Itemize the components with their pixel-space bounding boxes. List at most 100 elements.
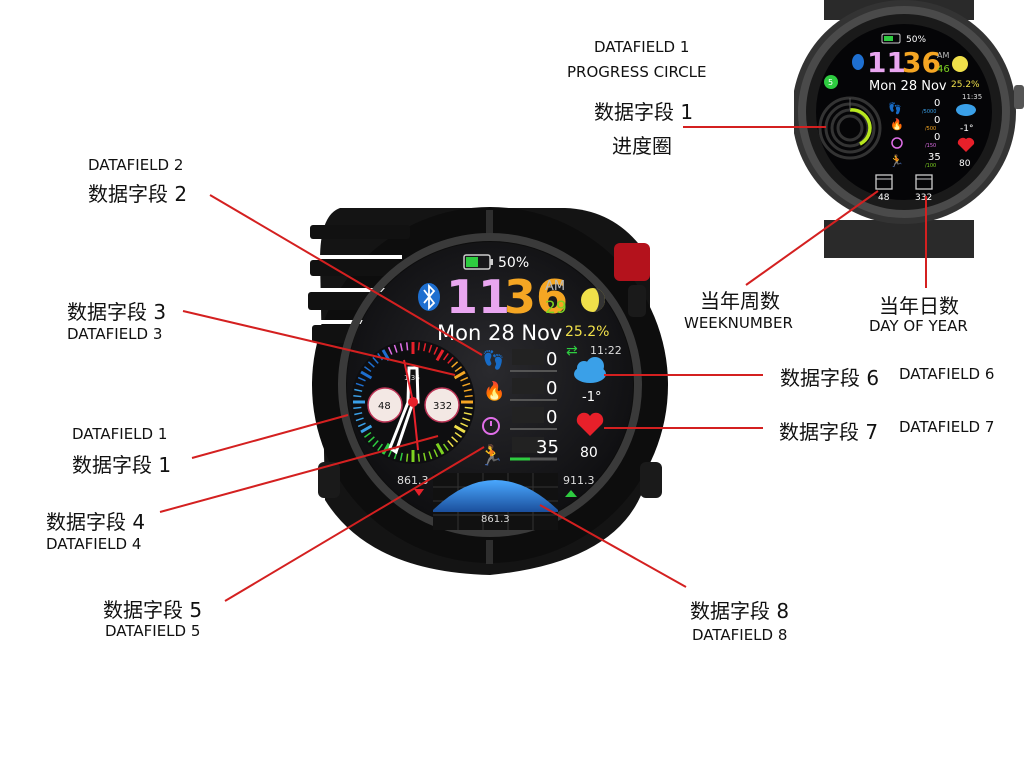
- label-df1-cn: 数据字段 1: [72, 453, 172, 477]
- dial-tick: [405, 342, 409, 351]
- dial-tick: [417, 453, 421, 462]
- dial-tick: [453, 424, 466, 434]
- label-df1-progress-en2: PROGRESS CIRCLE: [567, 63, 707, 81]
- preview-flame-icon: 🔥: [890, 118, 904, 131]
- field-value-timer: 0: [546, 407, 557, 428]
- preview-minute: 36: [902, 46, 941, 79]
- preview-field-value-2: 0: [934, 115, 940, 126]
- preview-date: Mon 28 Nov: [869, 79, 947, 94]
- flame-icon: 🔥: [483, 380, 505, 402]
- label-df2-cn: 数据字段 2: [88, 182, 188, 206]
- preview-ampm: AM: [937, 51, 949, 60]
- chart-right-marker: [565, 490, 577, 497]
- preview-heart-rate: 80: [959, 159, 971, 169]
- dial-tick: [454, 366, 462, 373]
- dial-tick: [353, 406, 362, 410]
- subdial-left-value: 48: [378, 401, 391, 412]
- label-day-cn: 当年日数: [879, 294, 959, 318]
- label-day-en: DAY OF YEAR: [869, 317, 968, 335]
- label-df3-en: DATAFIELD 3: [67, 325, 163, 343]
- dial-tick: [360, 424, 373, 434]
- label-df1-progress-en1: DATAFIELD 1: [594, 38, 690, 56]
- preview-field-value-1: 0: [934, 98, 940, 109]
- time-ampm: AM: [545, 279, 565, 294]
- label-df8-cn: 数据字段 8: [690, 599, 790, 623]
- label-df3-cn: 数据字段 3: [67, 300, 167, 324]
- preview-temperature: -1°: [960, 124, 973, 134]
- field-value-calories: 0: [546, 378, 557, 399]
- label-df8-en: DATAFIELD 8: [692, 626, 788, 644]
- preview-notif-count: 5: [828, 78, 833, 87]
- dial-tick: [357, 376, 366, 382]
- steps-icon: 👣: [482, 349, 504, 371]
- dial-tick: [355, 382, 364, 387]
- dial-tick: [460, 422, 469, 428]
- dial-tick: [453, 370, 466, 380]
- preview-strap-bottom: [824, 220, 974, 258]
- dial-tick: [354, 412, 363, 416]
- preview-calendar-week-icon: [875, 174, 893, 190]
- dial-tick: [355, 417, 364, 422]
- preview-sync-time: 11:35: [962, 93, 982, 101]
- sync-time: 11:22: [590, 344, 622, 357]
- dial-tick: [417, 342, 421, 351]
- label-df1-progress-cn1: 数据字段 1: [594, 100, 694, 124]
- label-df2-en: DATAFIELD 2: [88, 156, 184, 174]
- preview-cloud-icon: [956, 104, 976, 116]
- dial-tick: [462, 382, 471, 387]
- label-df7-en: DATAFIELD 7: [899, 418, 995, 436]
- preview-heart-icon: [957, 137, 975, 152]
- label-df7-cn: 数据字段 7: [779, 420, 879, 444]
- subdial-small-value: 1:36: [404, 374, 420, 382]
- bezel-ring: [338, 233, 642, 537]
- preview-field-goal-1: /5000: [922, 109, 936, 115]
- preview-progress-circle: [818, 96, 882, 160]
- chart-left-value: 861.3: [397, 474, 429, 487]
- temperature: -1°: [582, 390, 601, 405]
- label-df6-en: DATAFIELD 6: [899, 365, 995, 383]
- preview-calendar-day-icon: [915, 174, 933, 190]
- label-df1-en: DATAFIELD 1: [72, 425, 168, 443]
- dial-tick: [463, 412, 472, 416]
- dial-tick: [454, 431, 462, 438]
- dial-tick: [447, 440, 454, 448]
- dial-tick: [462, 417, 471, 422]
- label-week-cn: 当年周数: [700, 289, 780, 313]
- battery-percent: 50%: [498, 255, 529, 271]
- data-field-rows: 0 0 0 35: [510, 349, 559, 461]
- analog-dial: 48 332 1:36: [351, 340, 475, 464]
- bluetooth-icon: [418, 283, 440, 311]
- preview-active-icon: 🏃: [889, 154, 904, 168]
- stopwatch-icon: [482, 417, 500, 435]
- dial-tick: [353, 394, 362, 398]
- dial-tick: [357, 422, 366, 428]
- preview-bluetooth-icon: [852, 54, 864, 70]
- time-minute: 36: [504, 270, 568, 324]
- label-df6-cn: 数据字段 6: [780, 366, 880, 390]
- chart-center-value: 861.3: [481, 514, 510, 525]
- preview-field-goal-2: /500: [925, 126, 936, 132]
- date-text: Mon 28 Nov: [437, 321, 562, 345]
- dial-tick: [460, 376, 469, 382]
- preview-moon-percent: 25.2%: [951, 80, 980, 90]
- preview-day-of-year: 332: [915, 193, 932, 203]
- moon-percent: 25.2%: [565, 324, 609, 340]
- preview-field-value-4: 35: [928, 152, 941, 163]
- dial-tick: [405, 453, 409, 462]
- label-df4-en: DATAFIELD 4: [46, 535, 142, 553]
- preview-field-goal-4: /100: [925, 163, 936, 169]
- active-minutes-icon: 🏃: [479, 443, 504, 467]
- heart-rate: 80: [580, 445, 598, 461]
- preview-seconds: 46: [937, 64, 950, 75]
- label-week-en: WEEKNUMBER: [684, 314, 793, 332]
- label-df5-en: DATAFIELD 5: [105, 622, 201, 640]
- subdial-right-value: 332: [433, 401, 452, 412]
- dial-tick: [464, 406, 473, 410]
- label-df4-cn: 数据字段 4: [46, 510, 146, 534]
- time-seconds: 29: [545, 298, 567, 318]
- time-hour: 11: [446, 270, 510, 324]
- preview-steps-icon: 👣: [888, 101, 902, 115]
- preview-hour: 11: [867, 46, 906, 79]
- preview-battery: 50%: [906, 35, 926, 45]
- heart-icon: [576, 412, 604, 436]
